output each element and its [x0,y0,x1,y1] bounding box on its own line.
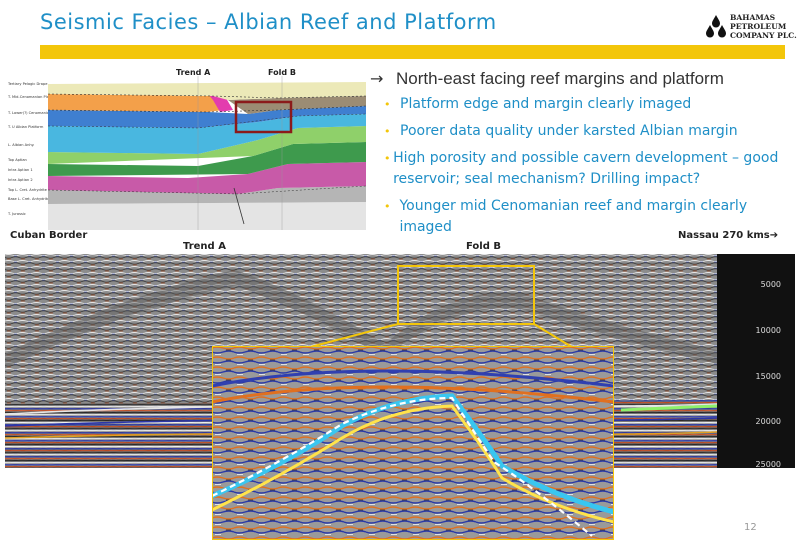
bullet-dot-icon: • [384,125,391,138]
horizon-label: Intra Aptian 2 [8,178,33,182]
depth-tick-label: 20000 [755,417,781,426]
horizon-label: Top Aptian [8,158,27,162]
arrow-right-icon: → [370,69,384,88]
layer-albian-anhydrite [48,114,366,154]
bullet-list: → North-east facing reef margins and pla… [370,68,790,244]
list-item: • Platform edge and margin clearly image… [384,94,790,115]
layer-reef-margin [208,94,233,112]
horizon-label: T. Mid-Cenomanian Platform (MCU) [8,95,71,99]
fold-b-highlight-box [397,265,535,325]
list-item: • Younger mid Cenomanian reef and margin… [384,196,790,238]
bullet-text: Platform edge and margin clearly imaged [400,96,692,112]
diagram-trend-a-label: Trend A [176,68,211,77]
bullet-dot-icon: • [384,98,391,111]
list-item: • High porosity and possible cavern deve… [384,148,790,190]
nassau-distance-text: Nassau 270 kms [678,230,770,241]
horizon-label: Top L. Cret. Anhydrite [8,188,47,192]
layer-aptian-top [48,126,366,164]
depth-scale: 5000 10000 15000 20000 25000 [717,254,795,469]
horizon-label-list: Tertiary Pelagic Drape T. Mid-Cenomanian… [8,80,71,230]
layer-lower-anhydrite [48,186,366,204]
bullet-heading-row: → North-east facing reef margins and pla… [370,68,790,90]
horizon-label: Base L. Cret. Anhydrite [8,197,50,201]
cuban-border-label: Cuban Border [10,230,88,241]
bullet-text: High porosity and possible cavern develo… [393,150,779,187]
diagram-fold-b-label: Fold B [268,68,296,77]
horizon-label: Intra Aptian 1 [8,168,33,172]
reef-outline-dashed [212,396,593,537]
layer-intra-aptian-2 [48,162,366,194]
layer-albian-platform [48,106,366,128]
depth-tick-label: 15000 [755,372,781,381]
depth-tick-label: 10000 [755,326,781,335]
layer-pelagic-drape [48,82,366,100]
horizon-label: T. U Albian Platform [8,125,44,129]
oil-drops-icon [706,15,726,38]
seismic-fold-b-label: Fold B [466,241,501,252]
layer-cenomanian-platform [48,94,223,112]
bullet-text: Younger mid Cenomanian reef and margin c… [399,198,748,235]
arrow-right-icon: ➔ [769,230,779,241]
bullet-dot-icon: • [384,200,391,213]
horizon-label: Tertiary Pelagic Drape [8,82,48,86]
horizon-label: T. Lower(?) Cenomanian Platform [8,111,68,115]
page-number: 12 [744,522,757,533]
geological-cross-section: Trend A Fold B Tertiary Pelagic Drape T.… [8,68,366,230]
layer-intra-aptian-1 [48,142,366,176]
logo-line-1: Bahamas [730,13,776,22]
list-item: • Poorer data quality under karsted Albi… [384,121,790,142]
company-logo: Bahamas Petroleum Company plc. [704,12,797,46]
depth-tick-label: 25000 [755,460,781,469]
bullet-text: Poorer data quality under karsted Albian… [400,123,738,139]
layer-jurassic [48,202,366,230]
seismic-zoom-inset [212,346,614,540]
seismic-trend-a-label: Trend A [183,241,226,252]
logo-line-3: Company plc. [730,31,797,40]
reef-highlight-box [234,100,293,134]
horizon-label: L. Albian Anhy. [8,143,35,147]
nassau-distance-label: Nassau 270 kms➔ [678,230,778,241]
bullet-dot-icon: • [384,152,391,165]
title-accent-bar [40,45,785,59]
slide-title: Seismic Facies – Albian Reef and Platfor… [40,10,497,34]
depth-tick-label: 5000 [760,280,781,289]
horizon-label: T. Jurassic [8,212,26,216]
layer-cenomanian-upper [228,96,366,114]
logo-line-2: Petroleum [730,22,787,31]
cross-section-graphic [48,76,366,230]
bullet-heading: North-east facing reef margins and platf… [396,69,724,88]
